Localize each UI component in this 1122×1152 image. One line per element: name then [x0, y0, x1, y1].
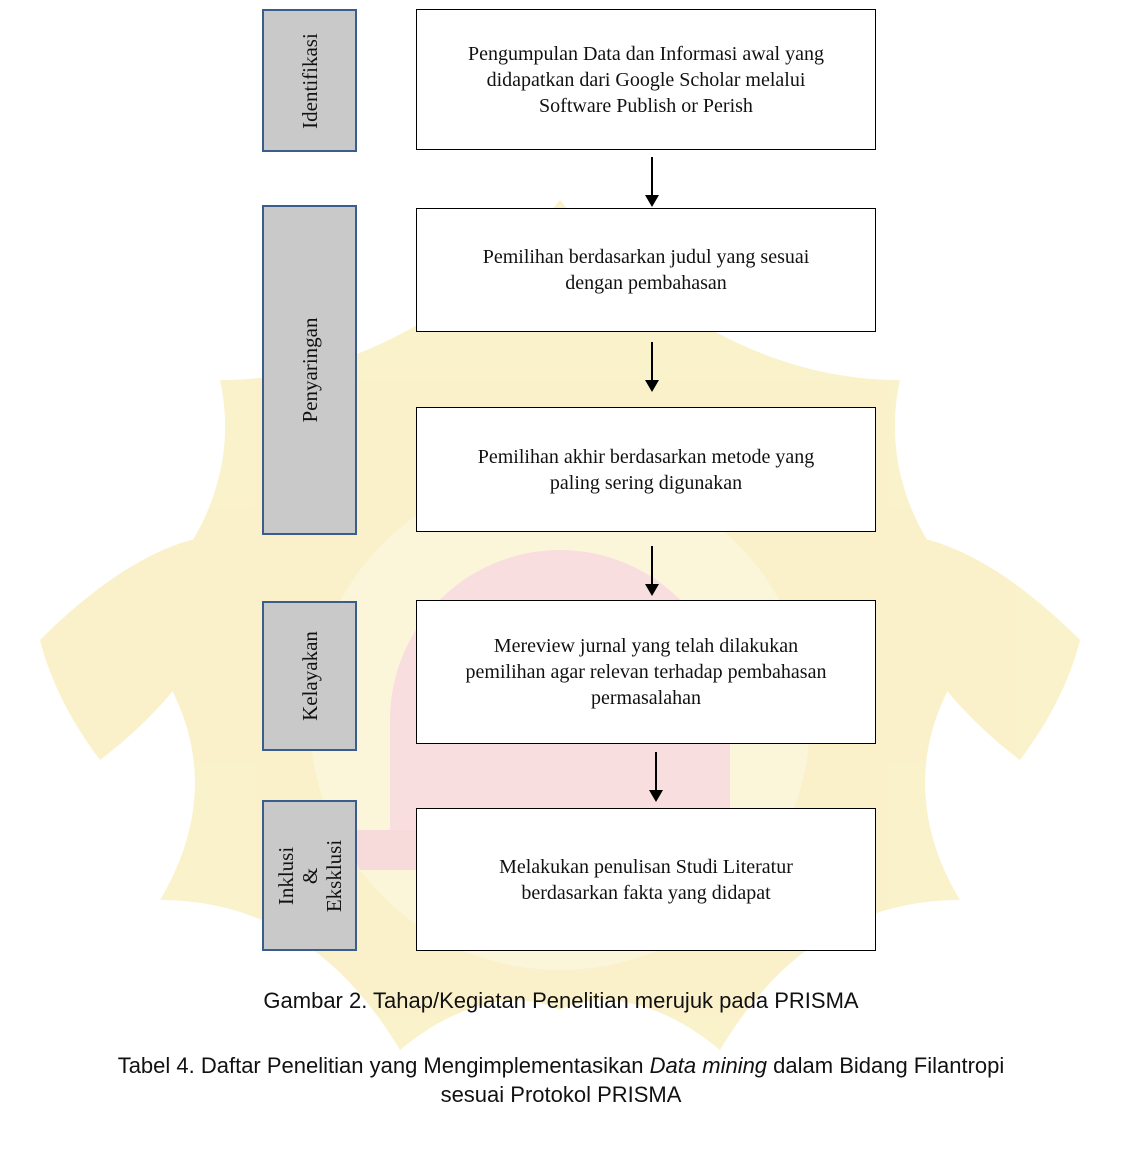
stage-penyaringan-label: Penyaringan	[297, 317, 322, 423]
stage-inklusi-eksklusi: Inklusi & Eksklusi	[262, 800, 357, 951]
arrow-down-icon	[645, 157, 659, 207]
stage-kelayakan: Kelayakan	[262, 601, 357, 751]
step-text: Melakukan penulisan Studi Literatur berd…	[499, 855, 793, 904]
table-caption-italic: Data mining	[649, 1053, 768, 1078]
step-text: Pemilihan akhir berdasarkan metode yang …	[477, 445, 815, 494]
table-caption-suffix: dalam Bidang Filantropi	[767, 1053, 1005, 1078]
table-caption: Tabel 4. Daftar Penelitian yang Mengimpl…	[0, 1052, 1122, 1112]
step-box-mereview-jurnal: Mereview jurnal yang telah dilakukan pem…	[416, 600, 876, 744]
arrow-down-icon	[649, 752, 663, 802]
figure-caption: Gambar 2. Tahap/Kegiatan Penelitian meru…	[263, 988, 859, 1013]
table-caption-line-1: Tabel 4. Daftar Penelitian yang Mengimpl…	[0, 1052, 1122, 1080]
stage-kelayakan-label: Kelayakan	[297, 631, 322, 721]
step-text: Pemilihan berdasarkan judul yang sesuai …	[482, 246, 810, 294]
stage-identifikasi: Identifikasi	[262, 9, 357, 152]
step-box-pemilihan-judul: Pemilihan berdasarkan judul yang sesuai …	[416, 208, 876, 332]
arrow-down-icon	[645, 546, 659, 596]
table-caption-line-2: sesuai Protokol PRISMA	[440, 1082, 682, 1107]
table-caption-prefix: Tabel 4. Daftar Penelitian yang Mengimpl…	[117, 1053, 650, 1078]
step-box-pengumpulan-data: Pengumpulan Data dan Informasi awal yang…	[416, 9, 876, 150]
step-box-penulisan-studi: Melakukan penulisan Studi Literatur berd…	[416, 808, 876, 951]
stage-penyaringan: Penyaringan	[262, 205, 357, 535]
stage-identifikasi-label: Identifikasi	[297, 32, 322, 129]
arrow-down-icon	[645, 342, 659, 392]
stage-inklusi-eksklusi-label: Inklusi & Eksklusi	[273, 839, 346, 912]
step-text: Mereview jurnal yang telah dilakukan pem…	[465, 635, 827, 709]
step-box-pemilihan-akhir: Pemilihan akhir berdasarkan metode yang …	[416, 407, 876, 532]
step-text: Pengumpulan Data dan Informasi awal yang…	[467, 42, 824, 117]
